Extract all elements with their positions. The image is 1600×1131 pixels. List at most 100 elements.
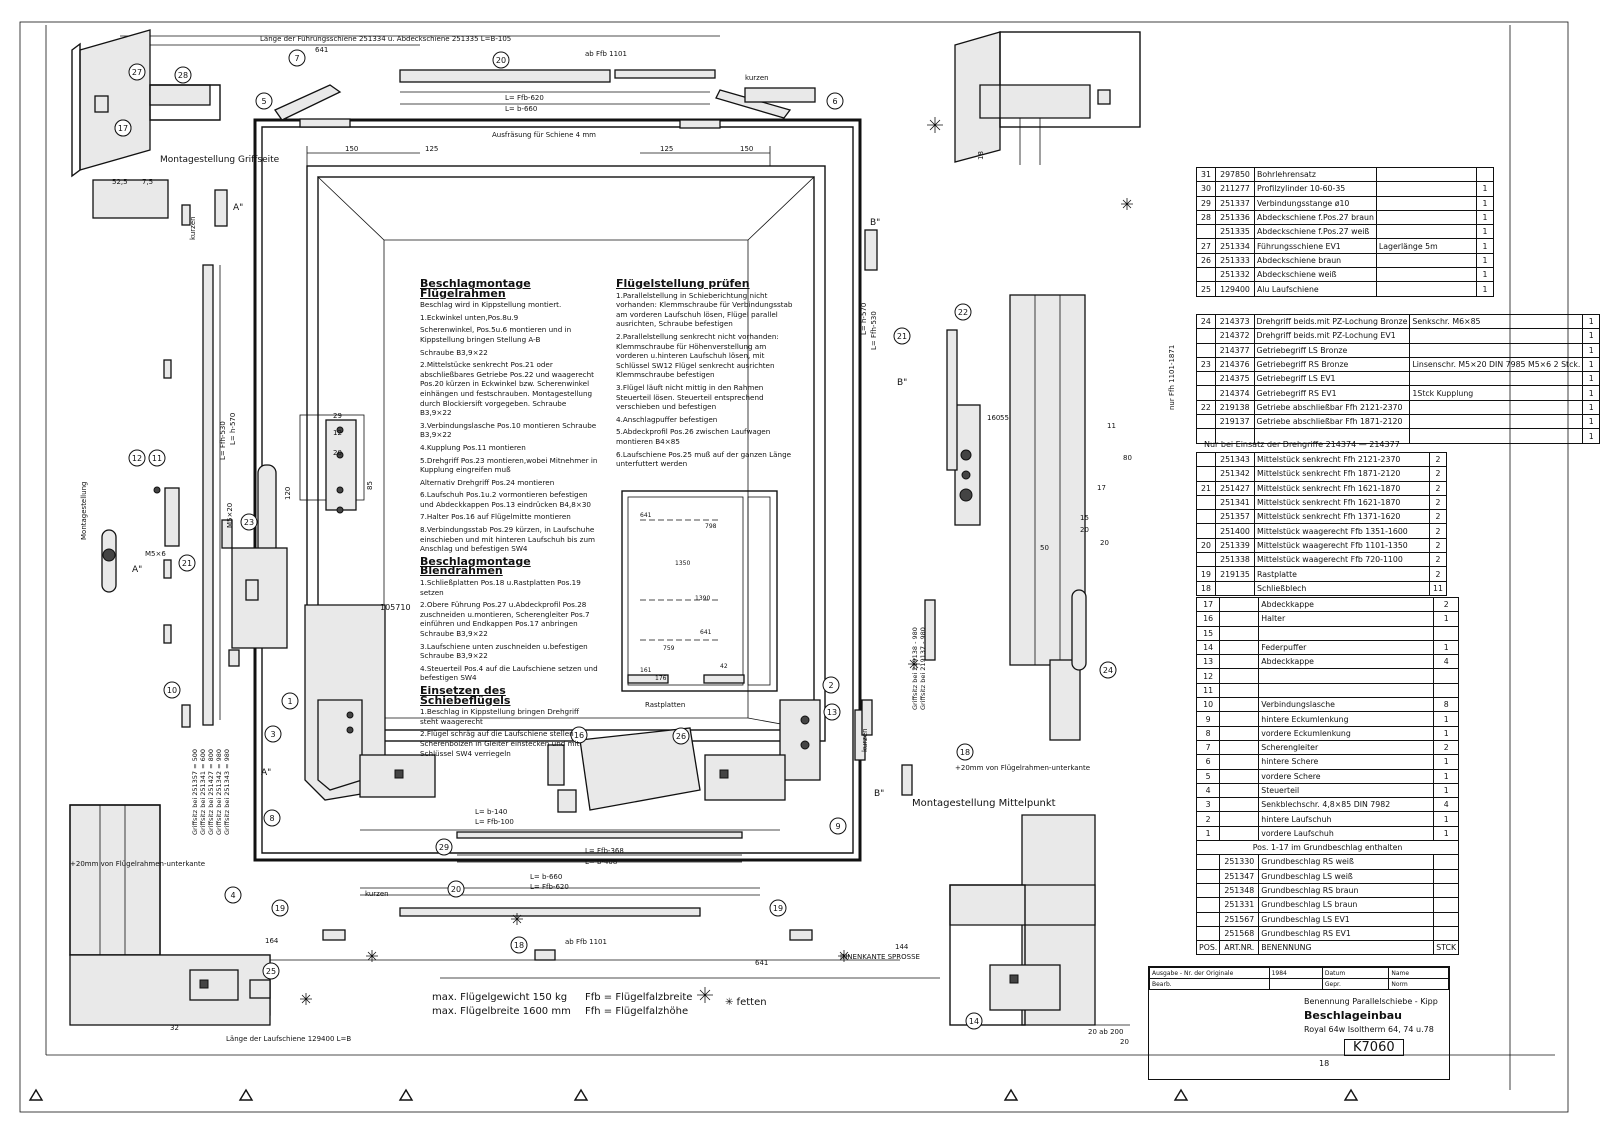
parts-cell: Mittelstück senkrecht Ffh 1371-1620 bbox=[1254, 509, 1430, 525]
part-balloon: 10 bbox=[163, 681, 181, 699]
parts-cell: 2 bbox=[1195, 811, 1221, 827]
runner-bottom-right bbox=[704, 699, 866, 801]
parts-subheading-row: Pos. 1-17 im Grundbeschlag enthalten bbox=[1195, 840, 1460, 856]
dim-32: 32 bbox=[170, 1024, 179, 1032]
dim-160: 160 bbox=[987, 414, 1000, 422]
edge-markers bbox=[28, 1088, 1359, 1101]
dim-144: 144 bbox=[895, 943, 909, 951]
parts-cell: 2 bbox=[1429, 451, 1447, 468]
balloon-number: 21 bbox=[897, 332, 907, 341]
parts-cell bbox=[1195, 897, 1221, 913]
parts-cell bbox=[1219, 768, 1260, 784]
dim-18-right: 18 bbox=[977, 151, 985, 160]
dim-17: 17 bbox=[1097, 484, 1106, 492]
right-vertical-profile bbox=[861, 229, 1087, 796]
parts-cell: 251568 bbox=[1219, 925, 1260, 942]
balloon-circle bbox=[240, 513, 258, 531]
instruction-step: 2.Flügel schräg auf die Laufschiene stel… bbox=[420, 729, 580, 758]
balloon-circle bbox=[262, 962, 280, 980]
parts-cell: 251337 bbox=[1215, 195, 1255, 211]
balloon-number: 19 bbox=[773, 904, 783, 913]
instruction-step: 4.Steuerteil Pos.4 auf die Laufschiene s… bbox=[420, 663, 598, 683]
parts-cell bbox=[1196, 342, 1216, 358]
part-balloon: 1 bbox=[281, 692, 299, 710]
parts-cell: 26 bbox=[1196, 252, 1216, 269]
parts-cell: 1 bbox=[1475, 238, 1494, 254]
parts-cell: vordere Laufschuh bbox=[1258, 825, 1435, 842]
max-width: max. Flügelbreite 1600 mm bbox=[432, 1006, 571, 1017]
parts-cell bbox=[1196, 371, 1216, 387]
parts-cell: 251339 bbox=[1215, 537, 1255, 554]
balloon-circle bbox=[128, 63, 146, 81]
parts-cell bbox=[1375, 224, 1477, 240]
parts-cell bbox=[1196, 552, 1216, 568]
balloon-circle bbox=[271, 899, 289, 917]
parts-cell: Senkschr. M6×85 bbox=[1409, 313, 1584, 330]
griffsitz-5: Griffsitz bei 251343 = 980 bbox=[223, 749, 231, 835]
parts-cell: hintere Eckumlenkung bbox=[1258, 711, 1435, 727]
parts-cell bbox=[1433, 925, 1460, 942]
parts-cell: 251341 bbox=[1215, 494, 1255, 511]
parts-cell: 8 bbox=[1195, 725, 1221, 741]
kurzen-bottom: kurzen bbox=[365, 890, 389, 898]
parts-cell: 219138 bbox=[1214, 399, 1255, 416]
balloon-circle bbox=[174, 66, 192, 84]
parts-cell: Grundbeschlag LS weiß bbox=[1258, 868, 1435, 884]
balloon-number: 20 bbox=[451, 885, 461, 894]
balloon-circle bbox=[954, 303, 972, 321]
bearb-cell: Bearb. bbox=[1149, 978, 1270, 990]
parts-cell: 1 bbox=[1582, 371, 1600, 387]
balloon-number: 20 bbox=[496, 56, 506, 65]
heading-pruefen: Flügelstellung prüfen bbox=[616, 277, 750, 290]
instruction-step: 2.Parallelstellung senkrecht nicht vorha… bbox=[616, 331, 779, 380]
parts-cell: Abdeckschiene f.Pos.27 weiß bbox=[1254, 224, 1377, 240]
sheet-number: 18 bbox=[1319, 1059, 1330, 1068]
parts-cell: Getriebe abschließbar Ffh 2121-2370 bbox=[1253, 399, 1411, 416]
innenkante-label: INNENKANTE SPROSSE bbox=[840, 953, 920, 961]
parts-cell bbox=[1409, 399, 1584, 416]
parts-cell: 251330 bbox=[1219, 854, 1260, 870]
instruction-step: Schraube B3,9×22 bbox=[420, 347, 488, 357]
dim-20-right: 20 bbox=[1080, 526, 1089, 534]
parts-cell: 251332 bbox=[1215, 267, 1255, 283]
parts-cell: 2 bbox=[1429, 566, 1447, 582]
part-balloon: 19 bbox=[271, 899, 289, 917]
balloon-circle bbox=[956, 743, 974, 761]
heading-beschlag-fluegel: Beschlagmontage Flügelrahmen bbox=[420, 277, 531, 300]
parts-cell: 8 bbox=[1433, 697, 1460, 713]
parts-cell: Drehgriff beids.mit PZ-Lochung EV1 bbox=[1253, 328, 1411, 344]
parts-cell: hintere Schere bbox=[1258, 754, 1435, 770]
balloon-number: 18 bbox=[514, 941, 524, 950]
parts-cell: 251334 bbox=[1215, 238, 1255, 254]
balloon-number: 1 bbox=[287, 697, 292, 706]
left-vertical-rail bbox=[101, 189, 365, 728]
parts-cell: 1 bbox=[1475, 195, 1494, 211]
inset-dim-1: 641 bbox=[640, 512, 652, 519]
balloon-number: 23 bbox=[244, 518, 254, 527]
parts-cell: Senkblechschr. 4,8×85 DIN 7982 bbox=[1258, 797, 1435, 813]
instruction-step: 1.Beschlag in Kippstellung bringen Drehg… bbox=[420, 707, 579, 726]
instruction-step: 3.Flügel läuft nicht mittig in den Rahme… bbox=[616, 382, 764, 412]
parts-cell: Abdeckschiene f.Pos.27 braun bbox=[1254, 209, 1377, 226]
pos-heading: Pos. 1-17 im Grundbeschlag enthalten bbox=[1195, 840, 1460, 856]
cover-profile bbox=[547, 727, 701, 813]
l-h-570-left: L= h-570 bbox=[229, 413, 237, 445]
balloon-circle bbox=[148, 449, 166, 467]
dim-7-5: 7,5 bbox=[142, 178, 153, 186]
parts-cell: Getriebegriff LS Bronze bbox=[1253, 342, 1411, 358]
parts-cell: 1 bbox=[1433, 782, 1460, 799]
parts-cell: vordere Schere bbox=[1258, 768, 1435, 784]
instruction-step: 1.Eckwinkel unten,Pos.8u.9 bbox=[420, 312, 519, 322]
part-balloon: 26 bbox=[672, 727, 690, 745]
dim-55: 55 bbox=[1000, 414, 1009, 422]
parts-cell bbox=[1196, 414, 1216, 430]
parts-cell bbox=[1433, 682, 1460, 699]
